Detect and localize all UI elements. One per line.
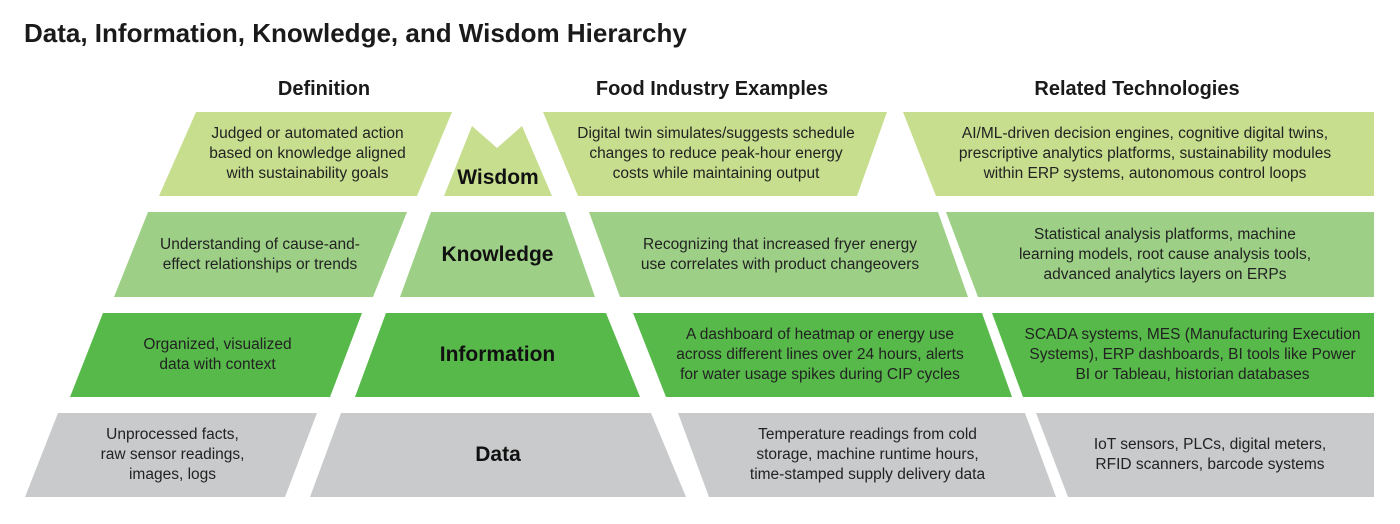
data-definition-shape — [25, 413, 317, 497]
data-technology-shape — [1036, 413, 1374, 497]
data-technology-text: IoT sensors, PLCs, digital meters, RFID … — [1093, 436, 1327, 473]
column-header-definition: Definition — [277, 78, 371, 100]
information-pyramid-shape — [355, 313, 640, 397]
knowledge-definition-shape — [114, 212, 407, 297]
information-example-text: A dashboard of heatmap or energy use acr… — [676, 326, 964, 383]
wisdom-pyramid-shape — [444, 126, 552, 196]
data-example-shape — [678, 413, 1056, 497]
knowledge-technology-text: Statistical analysis platforms, machine … — [1018, 225, 1312, 283]
data-level-label: Data — [475, 443, 521, 466]
knowledge-technology-shape — [946, 212, 1374, 297]
knowledge-level-label: Knowledge — [441, 242, 554, 266]
column-header-examples: Food Industry Examples — [595, 78, 829, 100]
wisdom-level-label: Wisdom — [457, 166, 539, 189]
knowledge-example-shape — [589, 212, 968, 297]
information-definition-shape — [70, 313, 362, 397]
data-pyramid-shape — [310, 413, 686, 497]
information-technology-text: SCADA systems, MES (Manufacturing Execut… — [1024, 326, 1361, 383]
wisdom-technology-text: AI/ML-driven decision engines, cognitive… — [958, 125, 1332, 182]
wisdom-technology-shape — [903, 112, 1374, 196]
data-definition-text: Unprocessed facts, raw sensor readings, … — [100, 426, 245, 483]
knowledge-example-text: Recognizing that increased fryer energy … — [640, 235, 920, 273]
wisdom-definition-shape — [159, 112, 452, 196]
knowledge-pyramid-shape — [400, 212, 595, 297]
wisdom-definition-text: Judged or automated action based on know… — [209, 125, 406, 182]
information-definition-text: Organized, visualized data with context — [143, 336, 292, 373]
data-example-text: Temperature readings from cold storage, … — [749, 426, 986, 483]
page-title: Data, Information, Knowledge, and Wisdom… — [24, 18, 687, 48]
column-header-technologies: Related Technologies — [1034, 78, 1240, 100]
information-technology-shape — [992, 313, 1374, 397]
information-example-shape — [633, 313, 1012, 397]
wisdom-example-shape — [543, 112, 887, 196]
information-level-label: Information — [439, 343, 556, 366]
wisdom-example-text: Digital twin simulates/suggests schedule… — [577, 125, 855, 182]
knowledge-definition-text: Understanding of cause-and- effect relat… — [160, 235, 360, 273]
